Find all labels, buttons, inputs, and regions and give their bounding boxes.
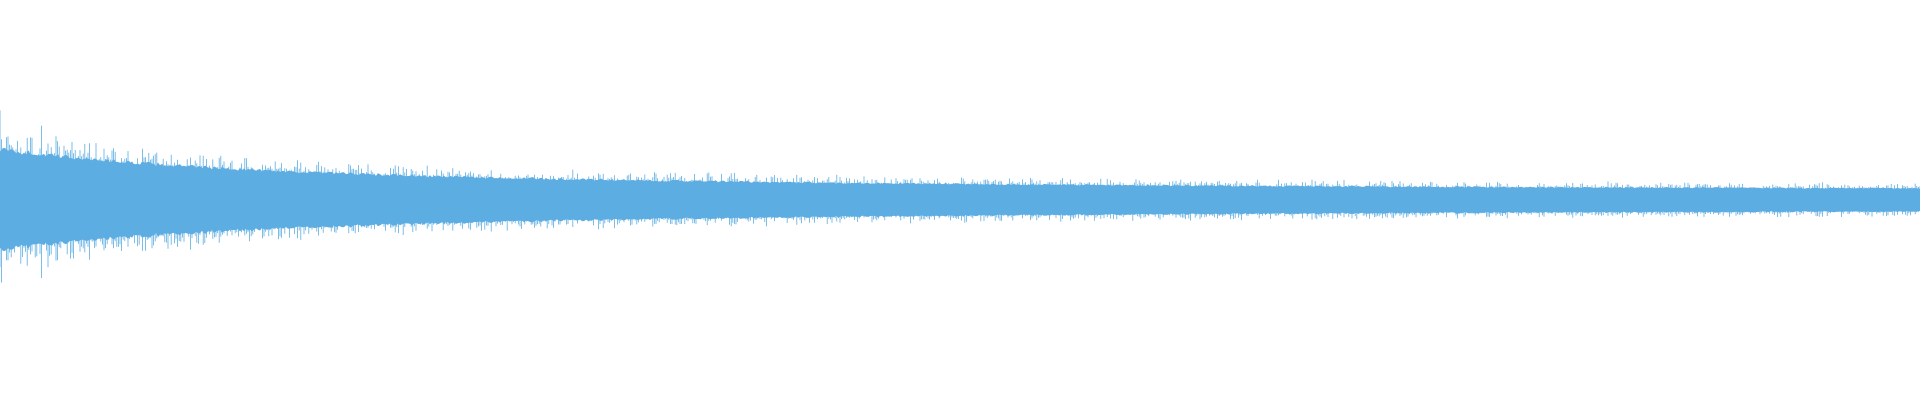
waveform-spikes [0,110,1920,283]
waveform-spike-lines [0,110,1920,283]
